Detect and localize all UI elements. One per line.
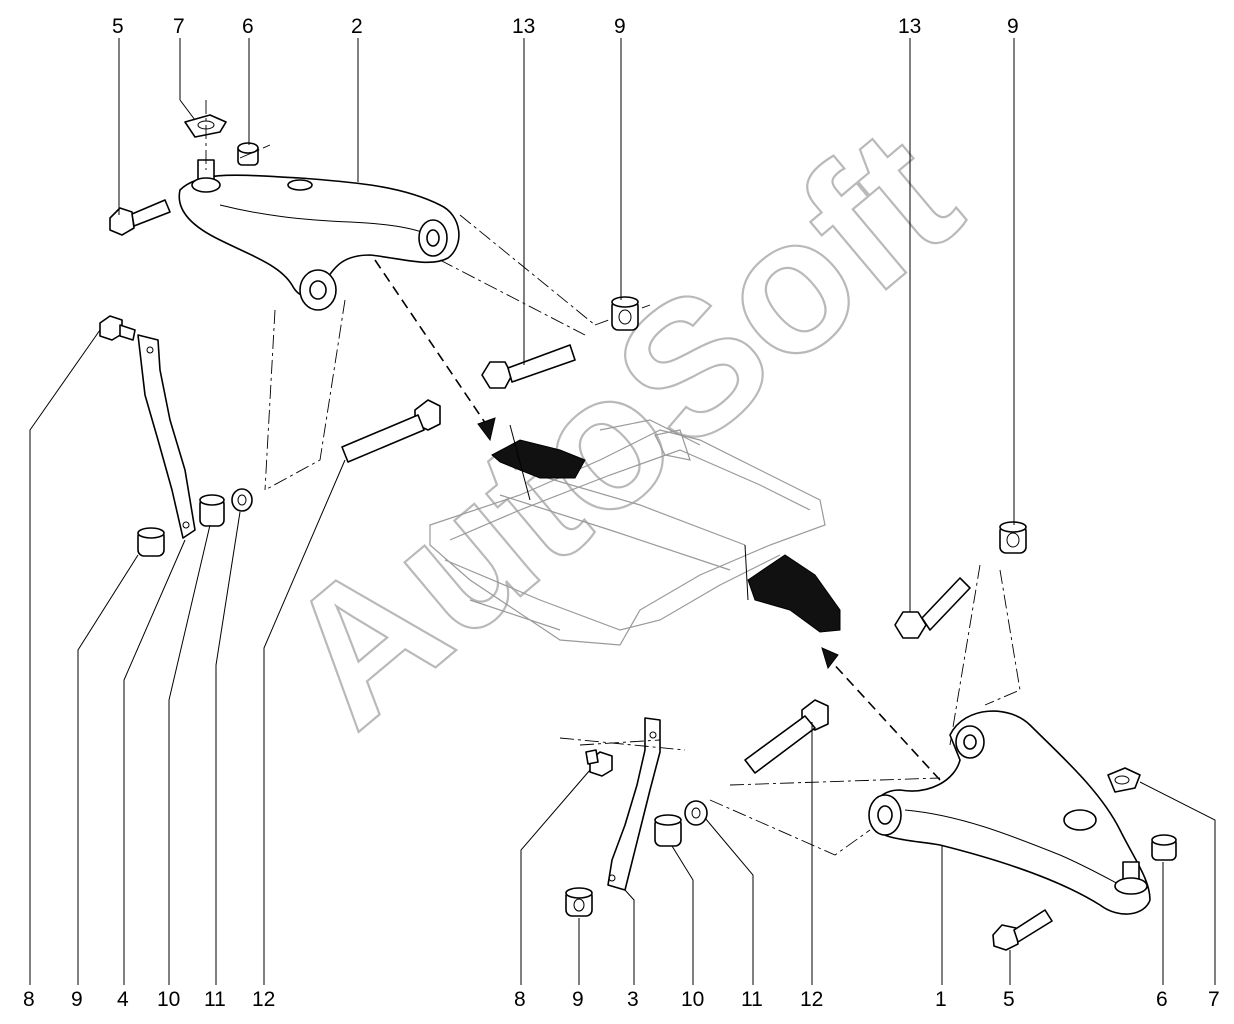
- callout-labels-bottom-left: 8 9 4 10 11 12: [23, 988, 275, 1011]
- subframe: [429, 419, 841, 646]
- washer-11-right: [684, 800, 708, 826]
- callout-labels-top: 5 7 6 2 13 9 13 9: [112, 15, 1019, 38]
- nut-9-right: [565, 887, 593, 917]
- bolt-12-upper: [341, 399, 441, 463]
- bolt-8-right: [585, 749, 613, 777]
- right-lower-arm: [868, 710, 1151, 915]
- bolt-13-upper: [481, 344, 576, 389]
- arrow-right-arm-to-subframe: [829, 659, 941, 781]
- callout-12-bottom-right: 12: [800, 988, 823, 1011]
- callout-11-bottom-left: 11: [204, 988, 226, 1011]
- callout-4-bottom-left: 4: [117, 988, 129, 1011]
- callout-9-bottom-right: 9: [572, 988, 584, 1011]
- callout-1-bottom-right: 1: [935, 988, 947, 1011]
- callout-6-top: 6: [242, 15, 254, 38]
- nut-6-right: [1151, 834, 1177, 861]
- bushing-9-right: [999, 521, 1027, 554]
- callout-9-top-left: 9: [614, 15, 626, 38]
- bolt-5-left: [109, 199, 171, 236]
- callout-9-bottom-left: 9: [71, 988, 83, 1011]
- callout-5-bottom-right: 5: [1003, 988, 1015, 1011]
- bushing-10-left: [199, 494, 225, 527]
- callout-12-bottom-left: 12: [252, 988, 275, 1011]
- bracket-4-left: [137, 334, 196, 539]
- callout-10-bottom-left: 10: [157, 988, 180, 1011]
- washer-7-left: [184, 114, 227, 138]
- bushing-9-upper-left: [611, 296, 639, 331]
- bolt-5-right: [992, 909, 1053, 951]
- nut-6-left: [237, 142, 259, 166]
- arrow-left-arm-to-subframe: [374, 259, 491, 431]
- washer-7-right: [1107, 767, 1141, 793]
- bolt-13-right: [894, 577, 971, 639]
- callout-13-top-left: 13: [512, 15, 535, 38]
- leader-lines: [29, 38, 1216, 985]
- callout-9-top-right: 9: [1007, 15, 1019, 38]
- bolt-8-left: [99, 315, 136, 341]
- washer-11-left: [231, 488, 253, 512]
- bolt-12-lower: [744, 699, 829, 774]
- callout-13-top-right: 13: [898, 15, 921, 38]
- left-lower-arm: [178, 159, 460, 311]
- callout-7-top: 7: [173, 15, 185, 38]
- callout-7-bottom-right: 7: [1208, 988, 1220, 1011]
- bushing-10-right: [654, 814, 682, 847]
- callout-6-bottom-right: 6: [1156, 988, 1168, 1011]
- callout-10-bottom-right: 10: [681, 988, 704, 1011]
- nut-9-left: [137, 527, 165, 557]
- callout-labels-bottom-right: 8 9 3 10 11 12 1 5 6 7: [514, 988, 1220, 1011]
- callout-3-bottom-right: 3: [627, 988, 639, 1011]
- callout-8-bottom-left: 8: [23, 988, 35, 1011]
- callout-2-top: 2: [351, 15, 363, 38]
- callout-11-bottom-right: 11: [741, 988, 763, 1011]
- callout-5-top: 5: [112, 15, 124, 38]
- callout-8-bottom-right: 8: [514, 988, 526, 1011]
